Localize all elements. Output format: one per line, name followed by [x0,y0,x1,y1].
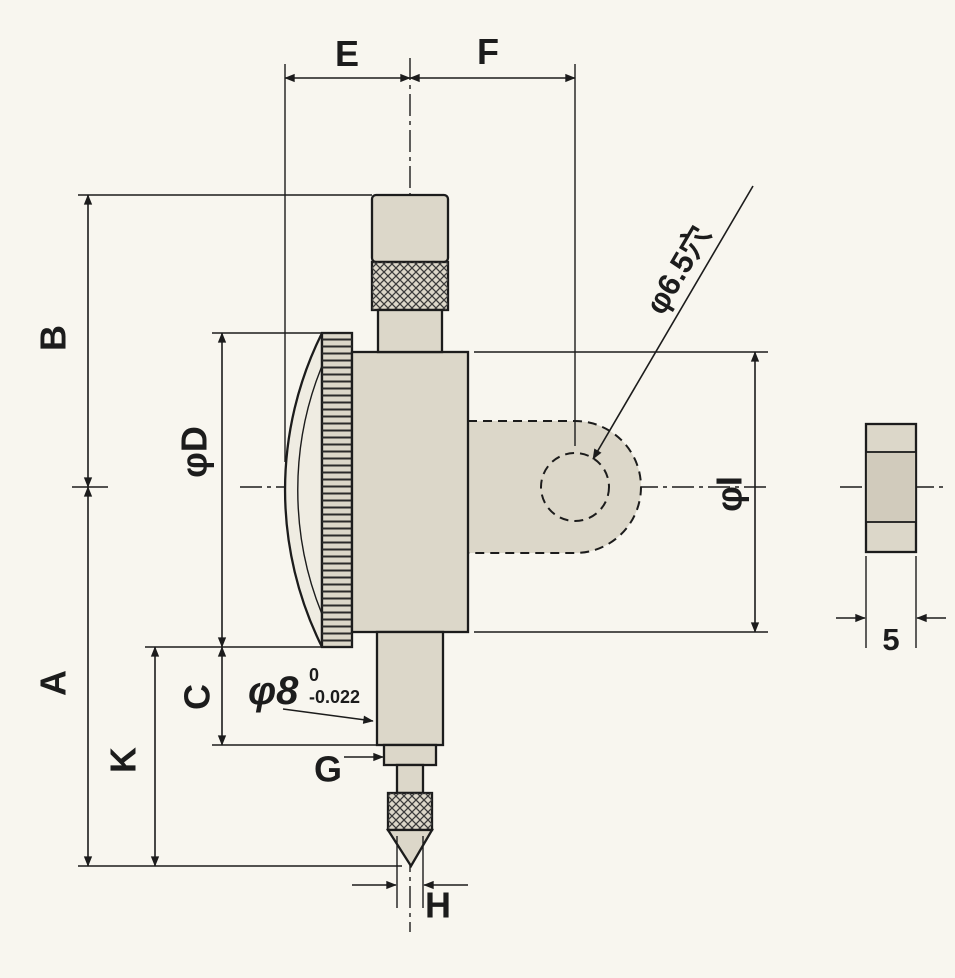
label-dial-diameter: φD [174,426,215,478]
leader-lug-hole [592,185,754,460]
label-e: E [335,33,359,74]
dimension-lines [72,73,946,890]
housing [350,350,470,634]
lug-hidden-outline [468,420,642,554]
mounting-lug [468,420,642,554]
crystal-glass [283,332,324,648]
label-lug-thickness: 5 [882,622,899,657]
stem-step [382,743,438,767]
lug-hole [540,452,610,522]
indicator-body [283,193,470,869]
contact-point-cone [385,828,435,869]
label-f: F [477,31,499,72]
label-a: A [33,670,74,696]
label-g: G [314,749,342,790]
spindle [395,763,425,795]
bezel-knurl-pattern [322,333,352,647]
lower-stem [375,630,445,747]
label-stem-diameter: φ8 [248,669,299,713]
label-stem-tolerance-upper: 0 [309,665,319,685]
crystal-inner-edge [297,351,329,629]
top-knurl-pattern [372,262,448,310]
upper-stem [376,308,444,354]
top-cap [370,193,450,264]
label-c: C [177,684,218,710]
label-k: K [103,747,144,773]
label-h: H [425,885,451,926]
extension-lines [78,64,917,908]
label-bezel-diameter: φI [709,476,750,512]
side-view-hole-band [865,451,917,523]
lug-side-view [864,422,918,554]
lug-fill [468,421,641,553]
contact-knurl-pattern [388,793,432,830]
label-b: B [33,325,74,351]
label-stem-tolerance-lower: -0.022 [309,687,360,707]
leader-stem-diameter [282,708,374,724]
